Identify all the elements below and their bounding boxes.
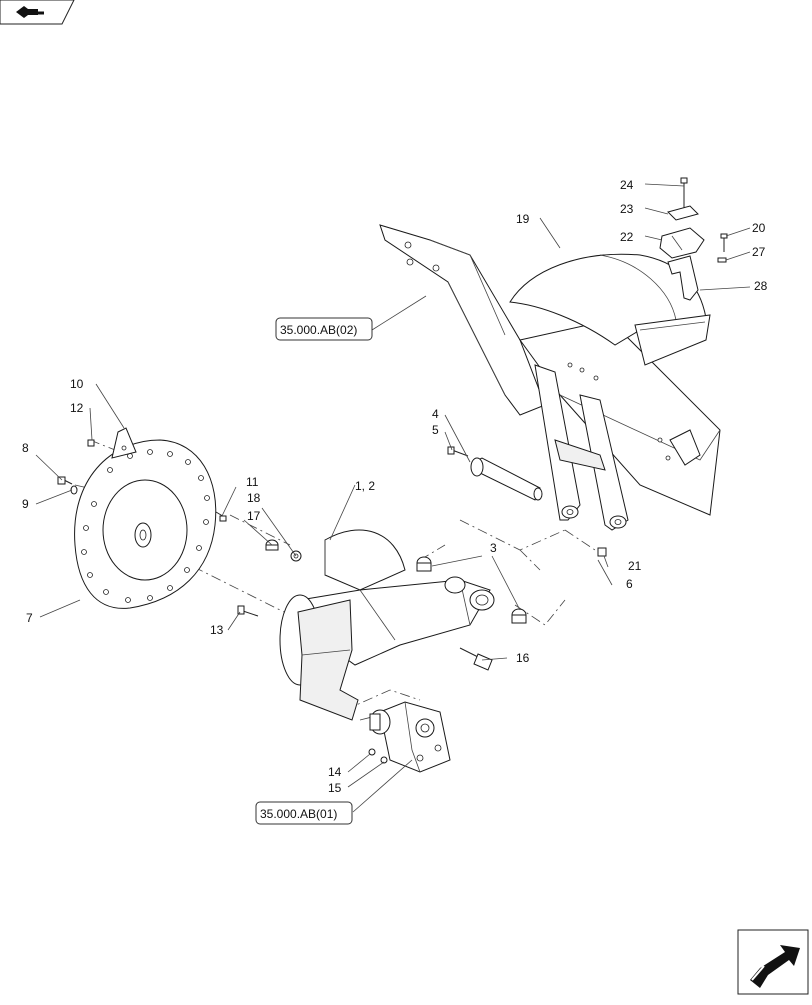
callout-23: 23 [620,202,634,216]
reference-upper-label: 35.000.AB(02) [280,323,357,337]
callout-24: 24 [620,178,634,192]
disc-bolt-holes [81,449,210,603]
callout-1-2: 1, 2 [355,479,375,493]
next-page-arrow-icon[interactable] [737,929,809,995]
callout-5: 5 [432,423,439,437]
callout-20: 20 [752,221,766,235]
callout-18: 18 [247,491,261,505]
bolt-part [459,647,493,671]
nav-arrow-icon[interactable] [0,0,75,25]
callout-27: 27 [752,245,766,259]
callout-10: 10 [70,377,84,391]
reference-upper[interactable]: 35.000.AB(02) [275,317,373,341]
bushing-part [416,556,527,624]
callout-12: 12 [70,401,84,415]
callout-17: 17 [247,509,261,523]
callout-labels: 24 23 22 19 20 27 28 4 5 21 6 3 1, 2 16 … [22,178,768,795]
callout-19: 19 [516,212,530,226]
callout-11: 11 [246,475,259,489]
callout-15: 15 [328,781,342,795]
scraper-blade-part [279,529,495,721]
scraper-shield-part [509,253,711,366]
reference-lower[interactable]: 35.000.AB(01) [255,801,353,825]
pivot-pin-part [447,446,607,557]
callout-8: 8 [22,441,29,455]
hydraulic-motor-part [368,701,451,773]
callout-16: 16 [516,651,530,665]
reference-lower-label: 35.000.AB(01) [260,807,337,821]
callout-9: 9 [22,497,29,511]
callout-28: 28 [754,279,768,293]
callout-3: 3 [490,541,497,555]
callout-14: 14 [328,765,342,779]
clip-part [111,427,137,459]
callout-6: 6 [626,577,633,591]
callout-7: 7 [26,611,33,625]
disc-plate-part [74,439,217,609]
callout-22: 22 [620,230,634,244]
callout-13: 13 [210,623,224,637]
fastener-group [57,439,302,617]
callout-21: 21 [628,559,642,573]
callout-4: 4 [432,407,439,421]
clamp-hardware-group [659,177,728,301]
leader-lines [35,183,751,813]
